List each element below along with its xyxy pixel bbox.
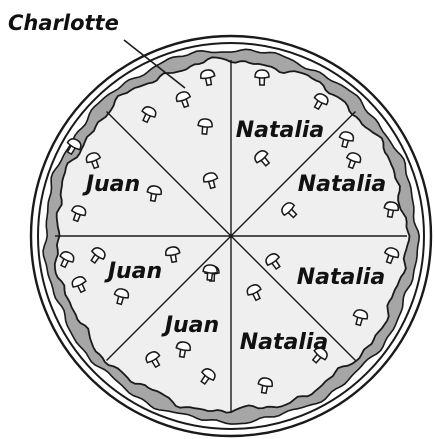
slice-cut-lines	[55, 60, 407, 412]
slice-label-juan-3: Juan	[82, 172, 140, 197]
slice-label-juan-1: Juan	[161, 313, 219, 338]
slice-label-natalia-4: Natalia	[240, 330, 329, 355]
slice-label-natalia-1: Natalia	[236, 118, 325, 143]
slice-label-juan-2: Juan	[104, 259, 162, 284]
charlotte-callout-label: Charlotte	[8, 11, 119, 35]
slice-label-natalia-3: Natalia	[297, 265, 386, 290]
slice-label-natalia-2: Natalia	[298, 172, 387, 197]
